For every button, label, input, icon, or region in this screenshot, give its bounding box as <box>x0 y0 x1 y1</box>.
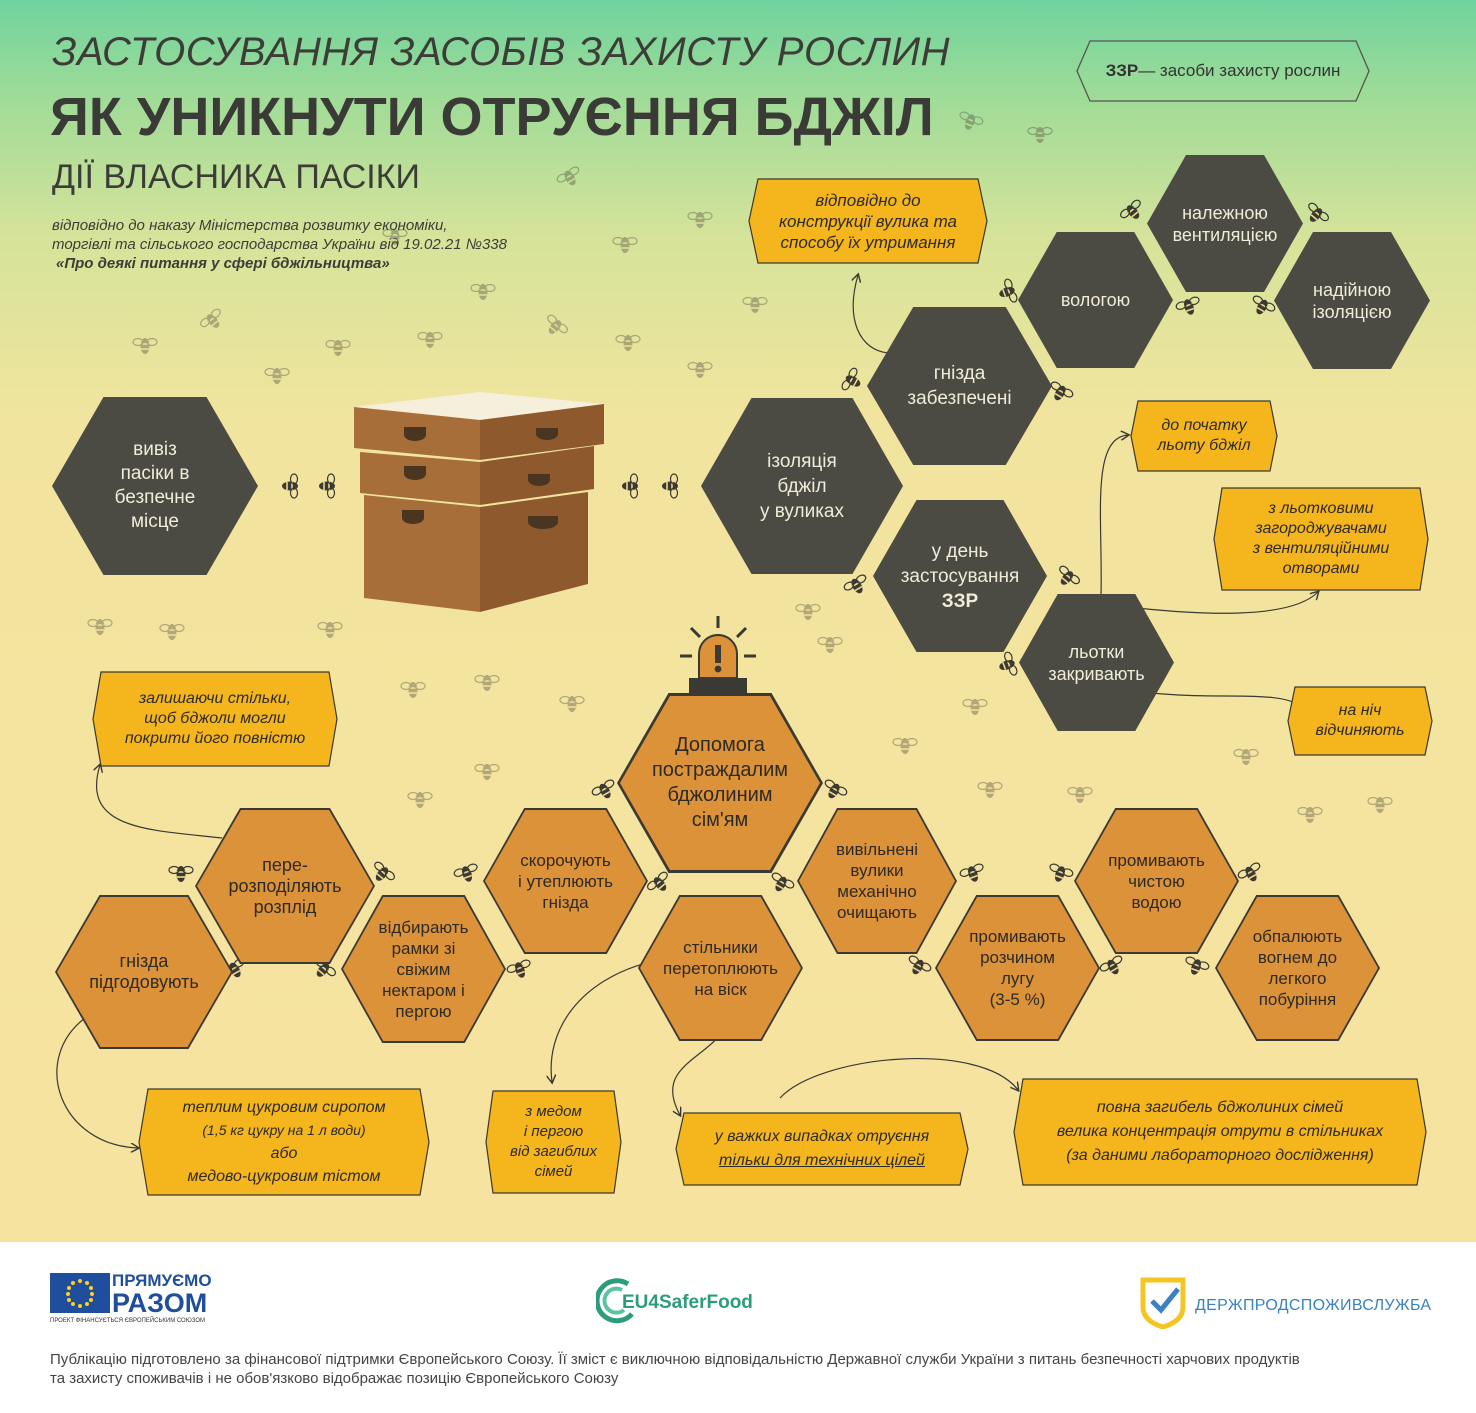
note-sugar-syrup: теплим цукровим сиропом(1,5 кг цукру на … <box>138 1088 430 1196</box>
reference-line: відповідно до наказу Міністерства розвит… <box>52 217 448 234</box>
page-title: ЯК УНИКНУТИ ОТРУЄННЯ БДЖІЛ <box>50 87 934 147</box>
footer-disclaimer: Публікацію підготовлено за фінансової пі… <box>50 1350 1450 1388</box>
disclaimer-line: та захисту споживачів і не обов'язково в… <box>50 1370 619 1387</box>
page-subtitle: ЗАСТОСУВАННЯ ЗАСОБІВ ЗАХИСТУ РОСЛИН <box>52 30 951 74</box>
logo-derzhprodspozhyvsluzhba: ДЕРЖПРОДСПОЖИВСЛУЖБА <box>1195 1297 1432 1314</box>
connector-layer <box>56 0 1476 1242</box>
logo-pryamuyemo-razom: ПРЯМУЄМО РАЗОМ <box>112 1272 212 1317</box>
sluzhba-shield-icon <box>1140 1277 1186 1330</box>
definition-frame <box>1076 40 1370 102</box>
logo-text: РАЗОМ <box>112 1288 208 1318</box>
hex-moisture: вологою <box>1018 232 1173 368</box>
disclaimer-line: Публікацію підготовлено за фінансової пі… <box>50 1351 1300 1368</box>
logo-text: ПРЯМУЄМО <box>112 1271 212 1290</box>
definition-abbr: ЗЗР <box>1105 61 1139 80</box>
beehive-illustration <box>354 392 604 612</box>
logo-eu4saferfood: EU4SaferFood <box>622 1292 753 1313</box>
definition-box: ЗЗР — засоби захисту рослин <box>1076 40 1370 102</box>
eu-flag-icon <box>50 1273 110 1313</box>
section-title: ДІЇ ВЛАСНИКА ПАСІКИ <box>52 158 420 196</box>
definition-text: — засоби захисту рослин <box>1138 61 1341 80</box>
reference-title: «Про деякі питання у сфері бджільництва» <box>56 255 390 272</box>
footer <box>0 1242 1476 1413</box>
alarm-siren-icon <box>680 616 756 694</box>
connector-arrows <box>56 275 1318 1148</box>
logo-small-text: ПРОЕКТ ФІНАНСУЄТЬСЯ ЄВРОПЕЙСЬКИМ СОЮЗОМ <box>50 1318 206 1324</box>
eu4saferfood-logo-icon <box>594 1276 640 1324</box>
